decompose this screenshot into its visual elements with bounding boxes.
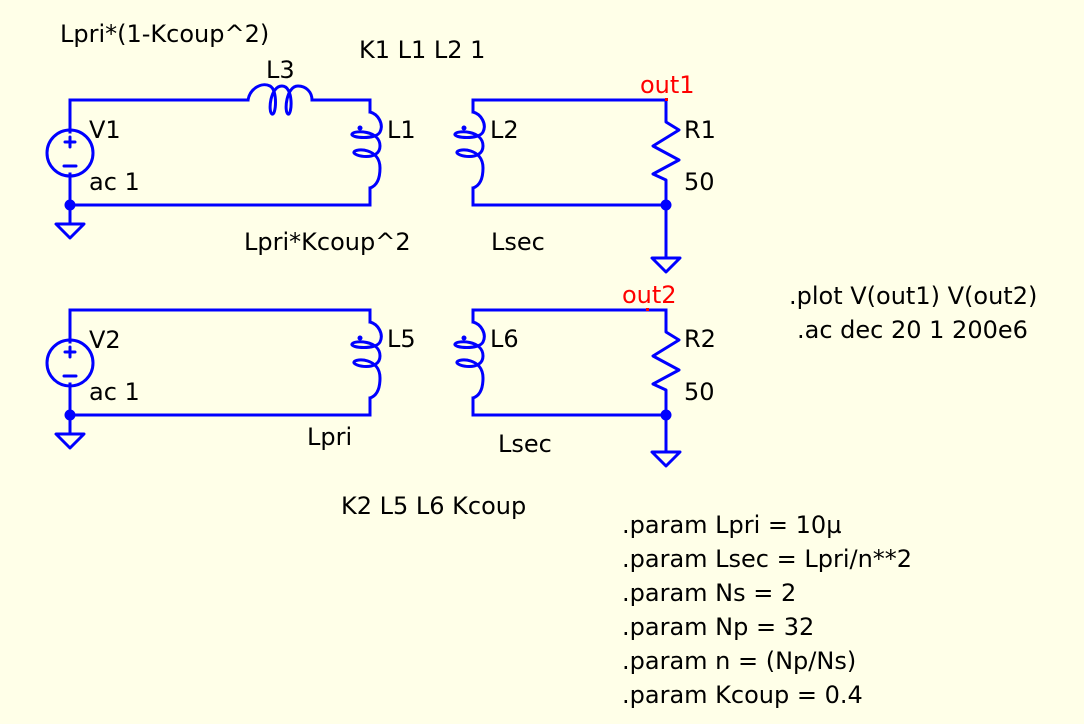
inductor-l3[interactable] (246, 83, 314, 116)
param-directive[interactable]: .param Kcoup = 0.4 (622, 681, 863, 709)
wire[interactable] (68, 382, 372, 417)
v2-name-label[interactable]: V2 (89, 326, 121, 354)
voltage-source-v1[interactable] (45, 128, 95, 178)
v1-name-label[interactable]: V1 (89, 116, 121, 144)
inductor-l2[interactable] (453, 110, 486, 190)
r1-name-label[interactable]: R1 (684, 116, 716, 144)
plus-icon (63, 345, 77, 359)
net-flag-marker (665, 98, 668, 101)
net-label-out2[interactable]: out2 (622, 281, 677, 309)
r2-value-label[interactable]: 50 (684, 378, 715, 406)
ground-icon[interactable] (650, 450, 682, 468)
spice-directives: .plot V(out1) V(out2) .ac dec 20 1 200e6 (789, 282, 1037, 344)
wire[interactable] (471, 184, 668, 207)
wire[interactable] (68, 308, 372, 344)
coupling-directive-k1[interactable]: K1 L1 L2 1 (359, 36, 485, 64)
wire[interactable] (68, 172, 372, 207)
l5-name-label[interactable]: L5 (387, 325, 416, 353)
net-label-out1[interactable]: out1 (640, 71, 695, 99)
param-directive[interactable]: .param Np = 32 (622, 613, 814, 641)
l2-name-label[interactable]: L2 (490, 116, 519, 144)
plus-icon (63, 135, 77, 149)
l3-name-label[interactable]: L3 (266, 56, 295, 84)
v1-value-label[interactable]: ac 1 (89, 168, 140, 196)
circuit-1: V1 ac 1 L3 Lpri*(1-Kcoup^2) L1 Lpri*Kcou… (45, 20, 716, 274)
wire[interactable] (68, 98, 250, 134)
l1-value-label[interactable]: Lpri*Kcoup^2 (244, 228, 411, 256)
inductor-l1[interactable] (350, 110, 383, 190)
param-directives[interactable]: .param Lpri = 10µ .param Lsec = Lpri/n**… (622, 511, 912, 709)
net-flag-marker (646, 308, 649, 311)
coupling-directive-k2[interactable]: K2 L5 L6 Kcoup (341, 492, 526, 520)
v2-value-label[interactable]: ac 1 (89, 378, 140, 406)
phase-dot (357, 125, 363, 131)
l2-value-label[interactable]: Lsec (491, 228, 545, 256)
ground-icon[interactable] (650, 256, 682, 274)
ground-icon[interactable] (54, 222, 86, 240)
phase-dot (461, 125, 467, 131)
junction-dot (64, 199, 76, 211)
plot-directive[interactable]: .plot V(out1) V(out2) (789, 282, 1037, 310)
param-directive[interactable]: .param Ns = 2 (622, 579, 796, 607)
wire[interactable] (471, 394, 668, 417)
inductor-l5[interactable] (350, 320, 383, 400)
ground-icon[interactable] (54, 432, 86, 450)
resistor-r1[interactable] (651, 110, 681, 188)
voltage-source-circle (45, 128, 95, 178)
l6-name-label[interactable]: L6 (490, 325, 519, 353)
wire[interactable] (471, 308, 668, 324)
phase-dot (357, 335, 363, 341)
junction-dot (660, 409, 672, 421)
junction-dot (64, 409, 76, 421)
param-directive[interactable]: .param Lpri = 10µ (622, 511, 841, 539)
l5-value-label[interactable]: Lpri (307, 423, 352, 451)
voltage-source-circle (45, 338, 95, 388)
junction-dot (660, 199, 672, 211)
r2-name-label[interactable]: R2 (684, 325, 716, 353)
l6-value-label[interactable]: Lsec (498, 430, 552, 458)
inductor-l6[interactable] (453, 320, 486, 400)
r1-value-label[interactable]: 50 (684, 168, 715, 196)
voltage-source-v2[interactable] (45, 338, 95, 388)
wire[interactable] (310, 98, 372, 114)
param-directive[interactable]: .param Lsec = Lpri/n**2 (622, 545, 912, 573)
resistor-r2[interactable] (651, 320, 681, 398)
phase-dot (461, 335, 467, 341)
circuit-2: V2 ac 1 L5 Lpri L6 Lsec R2 50 out2 K2 L5… (45, 281, 716, 520)
wire[interactable] (471, 98, 668, 114)
param-directive[interactable]: .param n = (Np/Ns) (622, 647, 856, 675)
l1-name-label[interactable]: L1 (387, 116, 416, 144)
ac-analysis-directive[interactable]: .ac dec 20 1 200e6 (797, 316, 1028, 344)
l3-value-label[interactable]: Lpri*(1-Kcoup^2) (60, 20, 269, 48)
